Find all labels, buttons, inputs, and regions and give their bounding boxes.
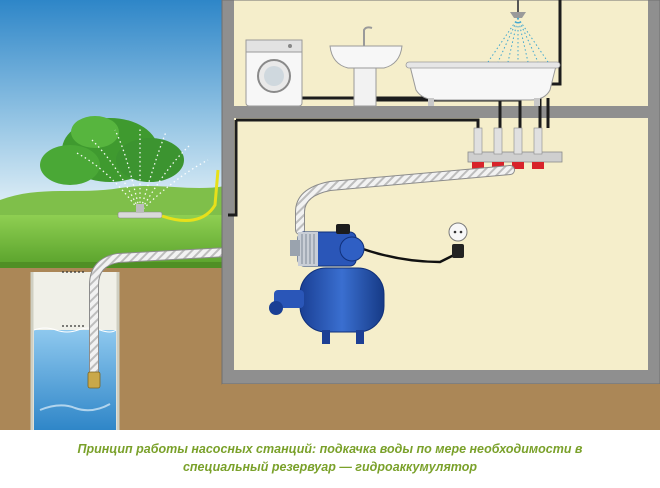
tree-icon — [40, 116, 184, 185]
caption: Принцип работы насосных станций: подкачк… — [6, 440, 654, 476]
well — [30, 272, 120, 430]
socket-icon — [448, 222, 468, 258]
pump-station-diagram — [0, 0, 660, 430]
power-cable — [359, 246, 457, 264]
sink-icon — [329, 26, 403, 107]
check-valve — [87, 371, 101, 389]
caption-line-1: Принцип работы насосных станций: подкачк… — [77, 442, 583, 456]
caption-line-2: специальный резервуар — гидроаккумулятор — [182, 460, 478, 474]
garden-hose — [161, 169, 220, 222]
shower-icon — [487, 0, 549, 63]
pump-icon — [269, 224, 385, 344]
washing-machine-icon — [245, 39, 303, 107]
sky — [0, 0, 225, 215]
sprinkler-icon — [74, 128, 209, 219]
ground-marker — [62, 271, 86, 327]
bathtub-icon — [405, 61, 561, 106]
manifold — [467, 127, 563, 169]
